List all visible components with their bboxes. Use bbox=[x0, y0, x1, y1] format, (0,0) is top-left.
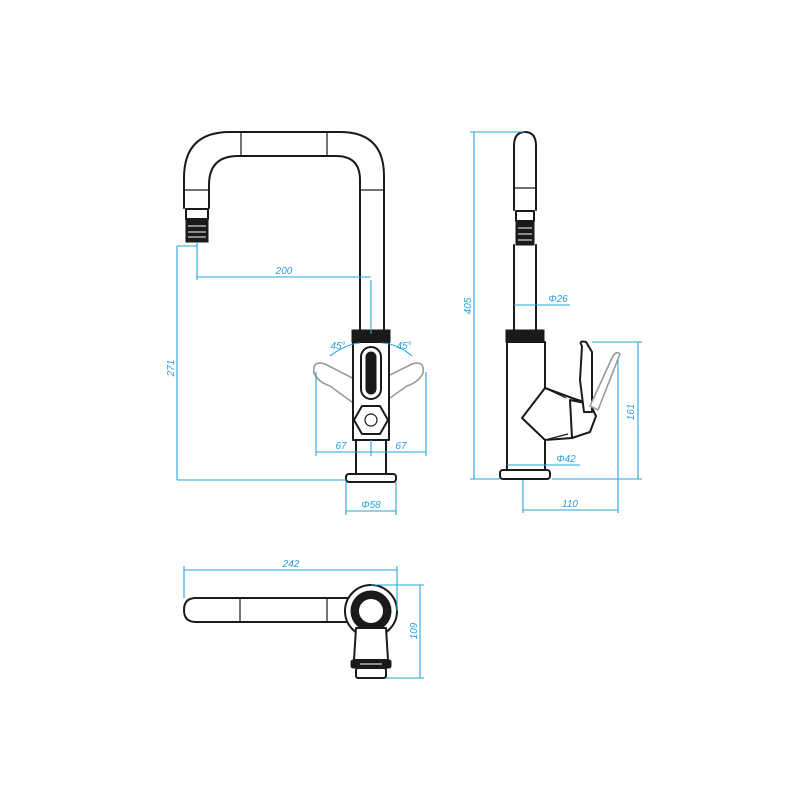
top-dimensions: 242 109 bbox=[183, 559, 424, 679]
side-ring bbox=[505, 329, 545, 343]
side-view bbox=[499, 130, 621, 480]
dim-spout-diameter: Φ26 bbox=[548, 294, 568, 305]
side-aerator bbox=[515, 220, 535, 246]
side-dimensions: 405 Φ26 Φ42 161 110 bbox=[463, 131, 642, 513]
top-spout bbox=[182, 597, 355, 623]
dim-lever-left: 67 bbox=[335, 441, 347, 452]
ghost-handle-left bbox=[312, 362, 361, 406]
dim-top-length: 242 bbox=[282, 559, 300, 570]
top-view bbox=[182, 584, 398, 679]
dim-lever-right: 67 bbox=[395, 441, 407, 452]
dim-angle-right: 45° bbox=[396, 341, 411, 352]
top-handle-stem bbox=[353, 627, 389, 661]
dim-top-width: 109 bbox=[409, 622, 420, 639]
dim-overall-height: 271 bbox=[166, 360, 177, 378]
side-base-plate bbox=[499, 469, 551, 480]
dim-angle-left: 45° bbox=[330, 341, 345, 352]
dim-spout-reach: 200 bbox=[275, 266, 293, 277]
front-view bbox=[183, 131, 425, 483]
side-aerator-collar bbox=[515, 210, 535, 222]
dim-body-diameter: Φ42 bbox=[556, 454, 576, 465]
aerator bbox=[185, 219, 209, 243]
side-handle-lever bbox=[579, 340, 593, 413]
side-spout bbox=[513, 130, 537, 211]
spout-inner bbox=[208, 155, 361, 331]
front-base-plate bbox=[345, 473, 397, 483]
aerator-collar bbox=[185, 208, 209, 220]
front-dimensions: 200 271 45° 45° 67 67 Φ58 bbox=[166, 242, 427, 515]
dim-handle-height: 161 bbox=[626, 404, 637, 421]
spout-outer bbox=[183, 131, 385, 331]
side-ghost-handle bbox=[589, 351, 621, 411]
dim-side-height: 405 bbox=[463, 297, 474, 314]
dim-side-depth: 110 bbox=[562, 499, 578, 510]
dim-base-diameter: Φ58 bbox=[361, 500, 381, 511]
hex-nut bbox=[353, 405, 389, 435]
